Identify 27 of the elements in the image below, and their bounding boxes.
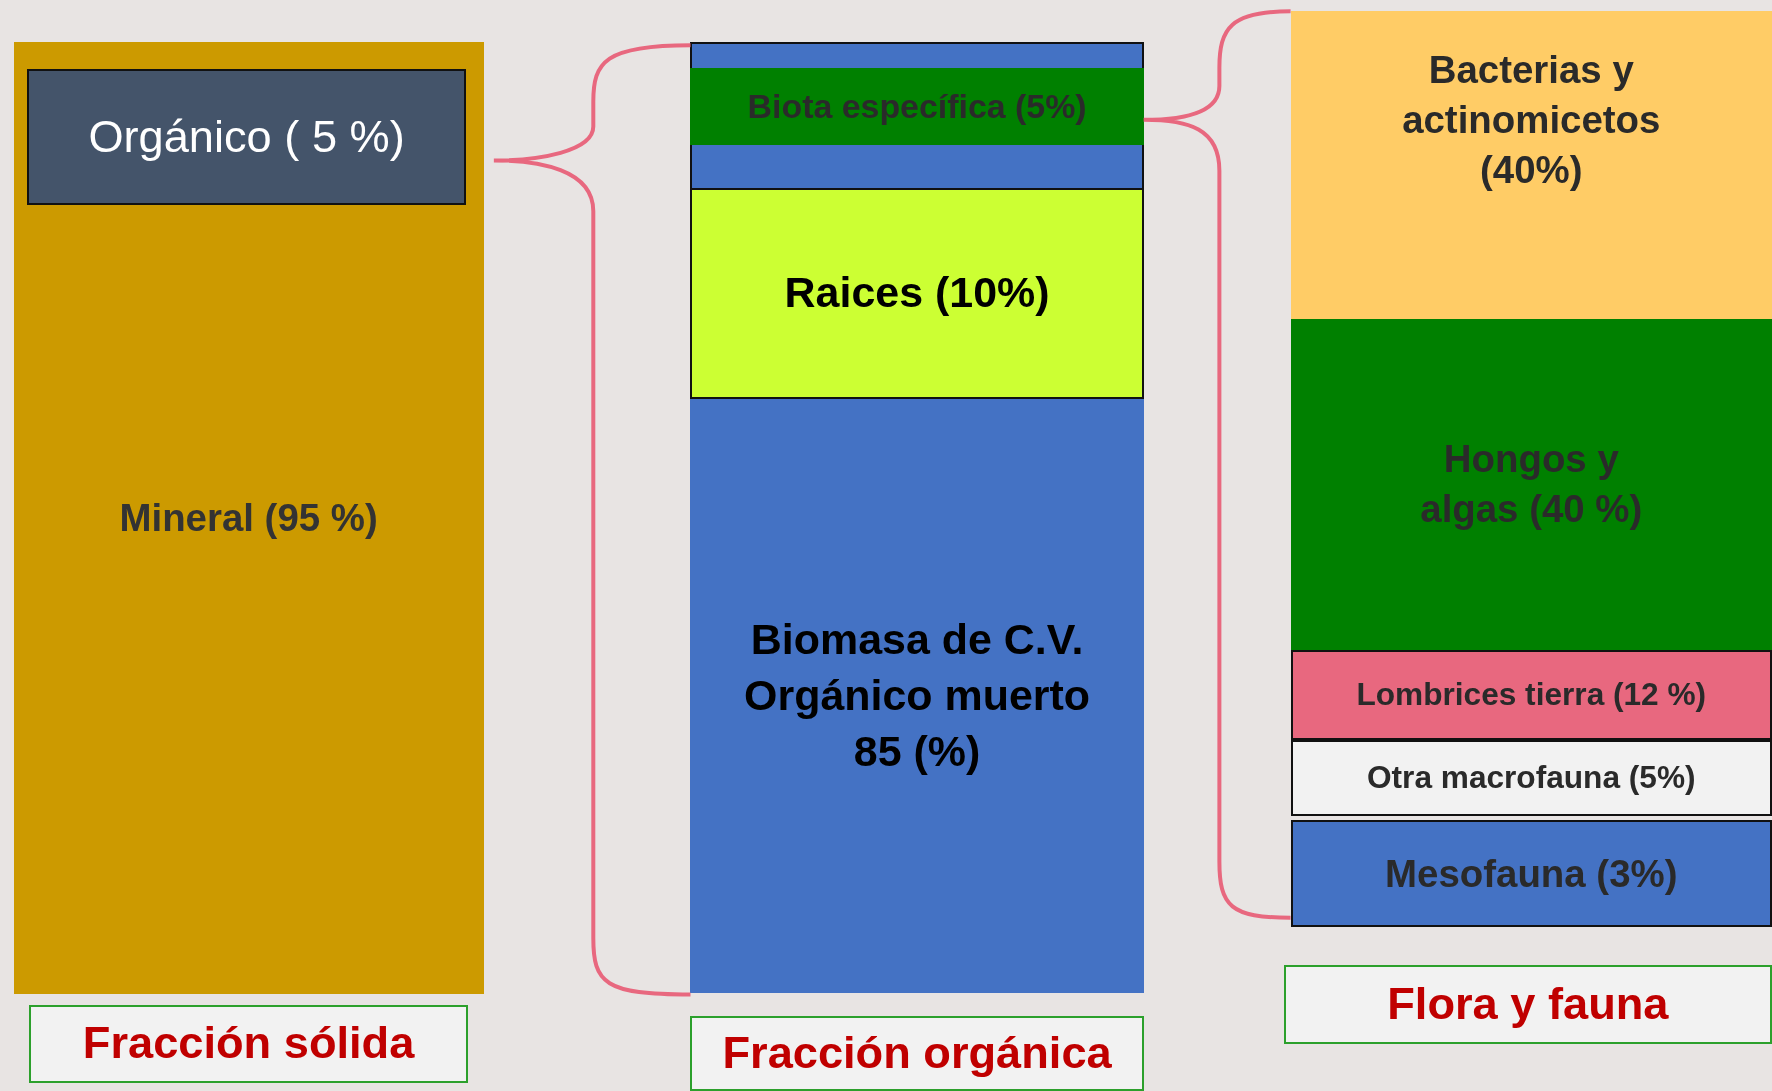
segment-label: Biomasa de C.V. Orgánico muerto 85 (%) [743, 614, 1091, 778]
segment-label: Fracción sólida [82, 1016, 415, 1071]
segment-label: Orgánico ( 5 %) [88, 109, 405, 164]
caption-box [1283, 965, 1772, 1045]
segment-label: Raices (10%) [784, 267, 1050, 319]
bar-segment [1290, 820, 1772, 927]
segment-label: Mesofauna (3%) [1385, 850, 1678, 897]
segment-label: Biota específica (5%) [747, 86, 1087, 128]
bar-segment [1290, 649, 1772, 741]
organic-fraction-box [27, 69, 466, 205]
caption-box [29, 1004, 468, 1083]
mineral-fraction-block [13, 41, 484, 995]
bar-segment [690, 187, 1144, 399]
segment-label: Lombrices tierra (12 %) [1356, 675, 1707, 715]
bar-segment [1290, 318, 1772, 650]
segment-label: Bacterias y actinomicetos (40%) [1401, 47, 1662, 194]
bar-segment [1290, 740, 1772, 816]
bar-segment [1290, 11, 1772, 319]
bar-segment [690, 398, 1144, 994]
segment-label: Otra macrofauna (5%) [1366, 758, 1696, 798]
bar-segment [690, 67, 1144, 145]
segment-label: Mineral (95 %) [119, 495, 378, 542]
segment-label: Fracción orgánica [722, 1025, 1112, 1080]
segment-label: Flora y fauna [1387, 977, 1669, 1032]
caption-box [690, 1015, 1144, 1091]
segment-label: Hongos y algas (40 %) [1419, 436, 1644, 533]
stacked-bar [690, 41, 1144, 994]
